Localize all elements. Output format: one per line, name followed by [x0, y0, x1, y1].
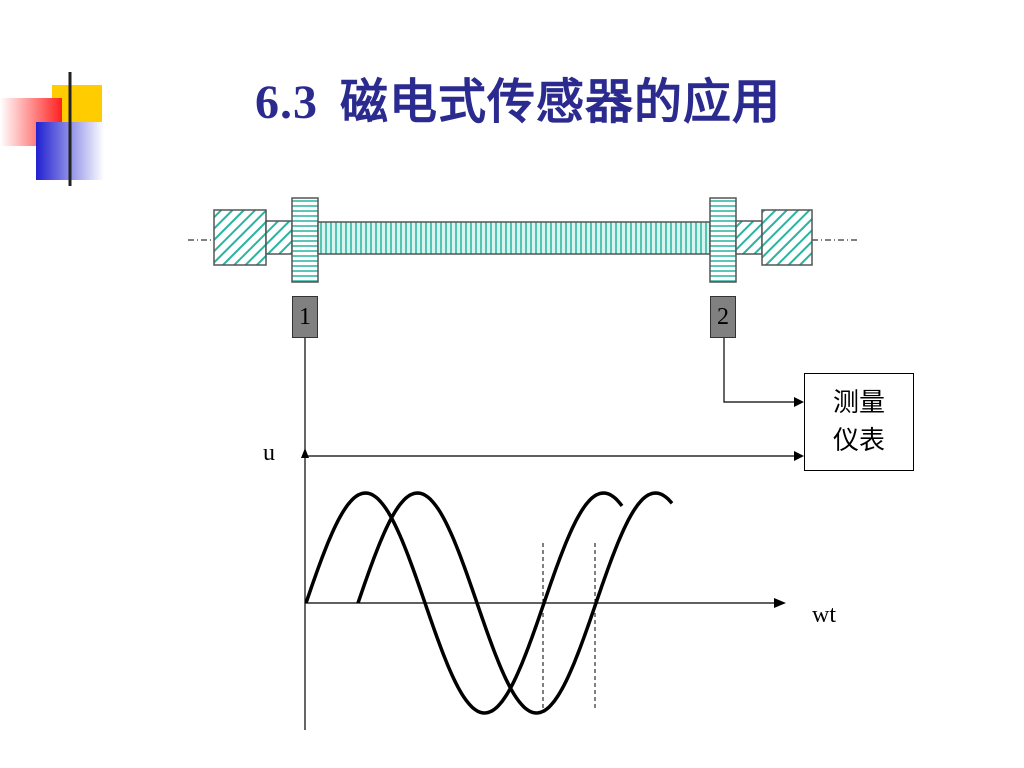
- corner-decoration: [0, 72, 930, 186]
- sensor-2-lead: [723, 338, 796, 403]
- left-collar: [265, 220, 293, 255]
- section-number: 6.3: [255, 76, 318, 129]
- gear-1: [291, 197, 319, 283]
- sensor-2-label: 2: [710, 296, 736, 338]
- x-axis-arrow: [774, 598, 786, 608]
- meter-arrow-bottom: [794, 451, 804, 461]
- meter-line-1: 测量: [832, 388, 885, 418]
- y-axis-arrow: [301, 448, 309, 458]
- title-text: 磁电式传感器的应用: [340, 76, 782, 129]
- y-axis-label: u: [263, 440, 275, 466]
- waveforms: [304, 491, 674, 715]
- sensor-1-label: 1: [292, 296, 318, 338]
- page-title: 6.3 磁电式传感器的应用: [255, 62, 781, 132]
- x-axis-label: wt: [812, 602, 836, 628]
- gear-2: [709, 197, 737, 283]
- shaft: [317, 221, 711, 255]
- waveform-sensor-1: [304, 491, 624, 715]
- measuring-instrument-box: 测量 仪表: [804, 373, 914, 471]
- right-end-block: [761, 209, 813, 266]
- right-collar: [735, 220, 763, 255]
- waveform-sensor-2: [356, 491, 674, 715]
- meter-arrow-top: [794, 397, 804, 407]
- meter-line-2: 仪表: [832, 426, 885, 456]
- left-end-block: [213, 209, 267, 266]
